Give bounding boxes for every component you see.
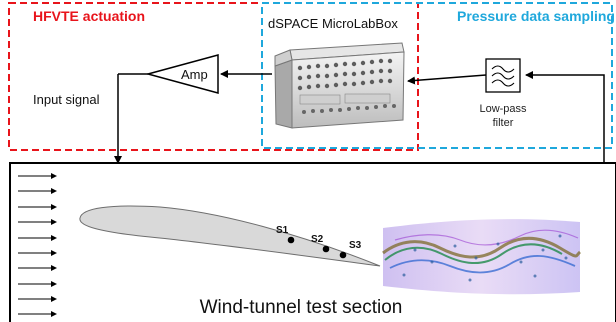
sensor-s3-label: S3 bbox=[349, 240, 362, 251]
pressure-sampling-region bbox=[261, 2, 613, 149]
sine-wave-icon bbox=[491, 65, 515, 73]
sensor-s1-dot bbox=[287, 236, 295, 244]
sine-wave-icon-3 bbox=[491, 79, 515, 87]
sensor-s1-label: S1 bbox=[276, 225, 289, 236]
microlabbox-device bbox=[274, 42, 405, 129]
filter-to-device-arrow bbox=[407, 74, 487, 85]
sine-wave-icon-2 bbox=[491, 72, 515, 80]
input-signal-label: Input signal bbox=[33, 92, 100, 107]
amp-label: Amp bbox=[181, 67, 208, 82]
low-pass-label: Low-pass bbox=[479, 103, 527, 115]
amplifier-symbol bbox=[145, 54, 219, 94]
freestream-flow-arrows bbox=[18, 173, 57, 317]
pressure-sampling-title: Pressure data sampling bbox=[457, 8, 615, 24]
test-section-label: Wind-tunnel test section bbox=[200, 297, 403, 318]
sensor-s3-dot bbox=[339, 251, 347, 259]
sensor-s2-label: S2 bbox=[311, 234, 324, 245]
airfoil bbox=[79, 205, 381, 267]
sensor-s2-dot bbox=[322, 245, 330, 253]
pressure-signal-line bbox=[525, 71, 605, 163]
filter-label: filter bbox=[493, 117, 514, 129]
hfvte-actuation-title: HFVTE actuation bbox=[33, 8, 145, 24]
microlabbox-label: dSPACE MicroLabBox bbox=[268, 16, 398, 31]
wake-flow-visualization bbox=[382, 219, 582, 295]
hfvte-actuation-region bbox=[8, 2, 419, 151]
